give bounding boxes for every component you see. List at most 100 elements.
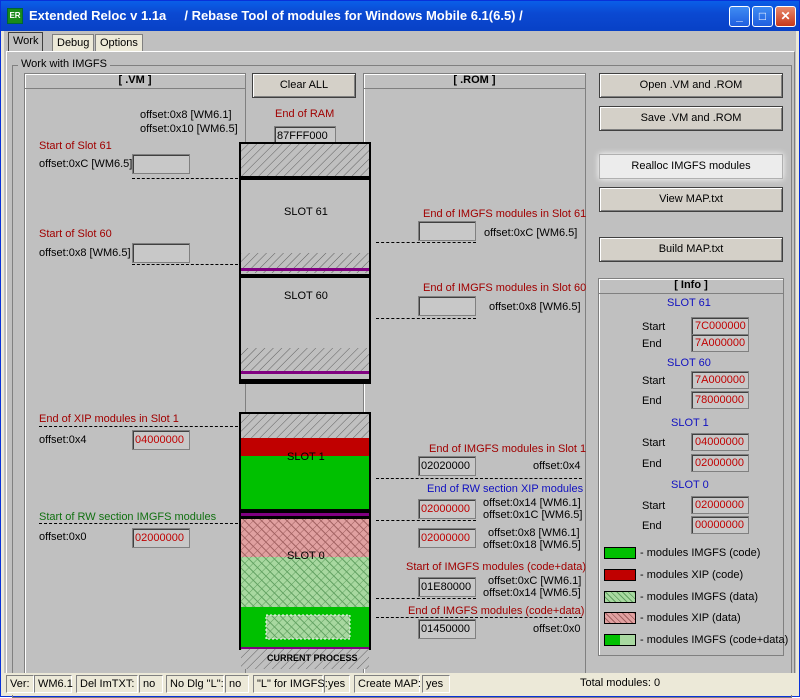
legend-imgfs-codedata-label: - modules IMGFS (code+data)	[640, 634, 789, 646]
open-vm-rom-button[interactable]: Open .VM and .ROM	[599, 73, 783, 98]
xip-offset-label: offset:0x4	[39, 434, 87, 446]
rom-endcd-label: End of IMGFS modules (code+data)	[408, 605, 585, 617]
info-slot61-start-label: Start	[642, 321, 666, 333]
slot60-free	[241, 348, 369, 374]
slot61-connector	[132, 178, 238, 179]
rom-v2-field[interactable]: 02000000	[418, 528, 476, 548]
current-process-label: CURRENT PROCESS	[267, 653, 358, 663]
xip-end-field[interactable]: 04000000	[132, 430, 190, 450]
legend-xip-data-swatch	[604, 612, 636, 624]
info-slot0-start-label: Start	[642, 500, 666, 512]
slot61-start-field[interactable]	[132, 154, 190, 174]
rom-startcd-offset2: offset:0x14 [WM6.5]	[483, 587, 581, 599]
xip-end-label: End of XIP modules in Slot 1	[39, 413, 179, 425]
info-slot60-start-label: Start	[642, 375, 666, 387]
info-slot1-end: 02000000	[691, 454, 749, 472]
save-vm-rom-button[interactable]: Save .VM and .ROM	[599, 106, 783, 131]
info-slot0-name: SLOT 0	[671, 479, 709, 491]
status-ver-value: WM6.1	[34, 675, 73, 693]
info-title: [ Info ]	[599, 279, 783, 294]
rom-end60-offset: offset:0x8 [WM6.5]	[489, 301, 581, 313]
group-label: Work with IMGFS	[18, 58, 110, 70]
rom-end1-connector	[376, 478, 582, 479]
tab-options[interactable]: Options	[95, 34, 143, 52]
legend-xip-data-label: - modules XIP (data)	[640, 612, 741, 624]
rom-end1-offset: offset:0x4	[533, 460, 581, 472]
rom-end61-label: End of IMGFS modules in Slot 61	[423, 208, 587, 220]
info-slot61-end: 7A000000	[691, 334, 749, 352]
info-slot0-start: 02000000	[691, 496, 749, 514]
rw-offset-label: offset:0x0	[39, 531, 87, 543]
slot61-hatch	[241, 144, 369, 176]
info-slot1-start-label: Start	[642, 437, 666, 449]
rom-end61-field[interactable]	[418, 221, 476, 241]
build-map-button[interactable]: Build MAP.txt	[599, 237, 783, 262]
legend-xip-code-swatch	[604, 569, 636, 581]
minimize-button[interactable]: _	[729, 6, 750, 27]
rom-startcd-offset1: offset:0xC [WM6.1]	[488, 575, 582, 587]
slot60-start-label: Start of Slot 60	[39, 228, 112, 240]
legend-imgfs-data-label: - modules IMGFS (data)	[640, 591, 758, 603]
info-slot0-end: 00000000	[691, 516, 749, 534]
tab-work[interactable]: Work	[8, 32, 44, 52]
rom-end60-field[interactable]	[418, 296, 476, 316]
rom-endcd-field[interactable]: 01450000	[418, 619, 476, 639]
status-del-value: no	[139, 675, 163, 693]
slot1-free	[241, 414, 369, 438]
title-bar[interactable]: ER Extended Reloc v 1.1a / Rebase Tool o…	[1, 1, 799, 31]
info-slot1-name: SLOT 1	[671, 417, 709, 429]
rom-end1-label: End of IMGFS modules in Slot 1	[429, 443, 587, 455]
xip-code-region	[241, 438, 369, 456]
slot61-top-bar	[241, 176, 369, 180]
maximize-button[interactable]: □	[752, 6, 773, 27]
realloc-imgfs-button[interactable]: Realloc IMGFS modules	[599, 154, 783, 179]
slot1-label: SLOT 1	[287, 451, 325, 463]
slot60-start-field[interactable]	[132, 243, 190, 263]
legend-imgfs-code-swatch	[604, 547, 636, 559]
rom-endcd-connector	[376, 617, 582, 618]
slot1-bottom-bar	[241, 509, 369, 513]
rom-startcd-field[interactable]: 01E80000	[418, 577, 476, 597]
rw-start-label: Start of RW section IMGFS modules	[39, 511, 217, 523]
slot61-marker	[241, 268, 369, 271]
vm-title: [ .VM ]	[25, 74, 245, 89]
rom-end60-connector	[376, 318, 476, 319]
status-createmap-value: yes	[422, 675, 450, 693]
slot61-label: SLOT 61	[284, 206, 328, 218]
status-bar: Ver: WM6.1 Del ImTXT: no No Dlg "L": no …	[4, 673, 796, 695]
slot0-marker	[241, 513, 369, 516]
rom-v2-offset2: offset:0x18 [WM6.5]	[483, 539, 581, 551]
rom-rwxip-connector	[376, 520, 476, 521]
rw-connector	[39, 523, 238, 524]
close-button[interactable]: ✕	[775, 6, 796, 27]
codedata-inner	[265, 614, 351, 640]
info-slot61-name: SLOT 61	[667, 297, 711, 309]
rw-start-field[interactable]: 02000000	[132, 528, 190, 548]
legend-imgfs-code-label: - modules IMGFS (code)	[640, 547, 761, 559]
xip-connector	[39, 426, 238, 427]
slot0-top-bar	[241, 516, 369, 519]
view-map-button[interactable]: View MAP.txt	[599, 187, 783, 212]
memory-map	[239, 142, 371, 650]
info-slot0-end-label: End	[642, 520, 662, 532]
rom-endcd-offset: offset:0x0	[533, 623, 581, 635]
rom-end61-connector	[376, 242, 476, 243]
rom-rwxip-field[interactable]: 02000000	[418, 499, 476, 519]
app-icon: ER	[7, 8, 23, 24]
rom-end1-field[interactable]: 02020000	[418, 456, 476, 476]
rom-end60-label: End of IMGFS modules in Slot 60	[423, 282, 587, 294]
rom-v2-offset1: offset:0x8 [WM6.1]	[488, 527, 580, 539]
slot60-offset-label: offset:0x8 [WM6.5]	[39, 247, 131, 259]
rom-panel: [ .ROM ]	[363, 73, 586, 695]
info-slot61-start: 7C000000	[691, 317, 749, 335]
rom-startcd-label: Start of IMGFS modules (code+data)	[406, 561, 587, 573]
tab-debug[interactable]: Debug	[52, 34, 95, 52]
info-slot61-end-label: End	[642, 338, 662, 350]
rom-end61-offset: offset:0xC [WM6.5]	[484, 227, 578, 239]
info-slot60-end: 78000000	[691, 391, 749, 409]
clear-all-button[interactable]: Clear ALL	[252, 73, 356, 98]
rom-title: [ .ROM ]	[364, 74, 585, 89]
slot60-label: SLOT 60	[284, 290, 328, 302]
vm-offset-wm61: offset:0x8 [WM6.1]	[140, 109, 232, 121]
